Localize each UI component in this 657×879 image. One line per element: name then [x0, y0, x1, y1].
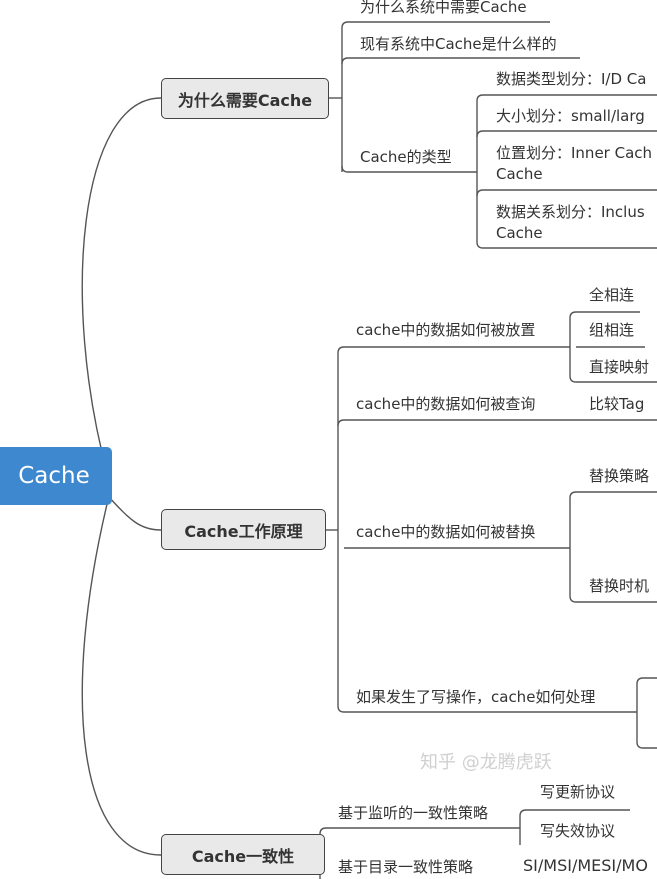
topic-directory[interactable]: 基于目录一致性策略: [338, 858, 474, 876]
watermark: 知乎 @龙腾虎跃: [420, 752, 552, 773]
subtopic-item[interactable]: 替换时机: [589, 577, 650, 595]
subtopic-item[interactable]: 写更新协议: [540, 783, 616, 801]
subtopic-item[interactable]: 组相连: [589, 321, 635, 339]
subtopic-item[interactable]: 数据类型划分：I/D Ca: [496, 70, 647, 88]
subtopic-item[interactable]: 位置划分：Inner Cach Cache: [496, 144, 653, 183]
subtopic-item[interactable]: 全相连: [589, 286, 635, 304]
topic-replacement[interactable]: cache中的数据如何被替换: [356, 523, 536, 541]
subtopic-item[interactable]: 大小划分：small/larg: [496, 107, 645, 125]
topic-current-cache[interactable]: 现有系统中Cache是什么样的: [360, 35, 557, 53]
subtopic-item[interactable]: 比较Tag: [589, 395, 645, 413]
subtopic-item[interactable]: 数据关系划分：Inclus Cache: [496, 203, 645, 242]
branch-cache-coherence[interactable]: Cache一致性: [161, 834, 325, 875]
branch-label: 为什么需要Cache: [177, 90, 313, 110]
branch-why-cache[interactable]: 为什么需要Cache: [161, 78, 329, 119]
branch-label: Cache工作原理: [184, 521, 303, 541]
topic-lookup[interactable]: cache中的数据如何被查询: [356, 395, 536, 413]
subtopic-item[interactable]: 写失效协议: [540, 822, 616, 840]
root-node[interactable]: Cache: [0, 447, 112, 505]
branch-cache-principle[interactable]: Cache工作原理: [161, 509, 326, 550]
topic-snooping[interactable]: 基于监听的一致性策略: [338, 804, 489, 822]
topic-cache-types[interactable]: Cache的类型: [360, 148, 452, 166]
subtopic-item[interactable]: 直接映射: [589, 358, 650, 376]
topic-why-need[interactable]: 为什么系统中需要Cache: [360, 0, 527, 16]
topic-placement[interactable]: cache中的数据如何被放置: [356, 321, 536, 339]
branch-label: Cache一致性: [191, 846, 295, 866]
topic-write[interactable]: 如果发生了写操作，cache如何处理: [356, 688, 596, 706]
root-label: Cache: [18, 463, 90, 489]
subtopic-item[interactable]: 替换策略: [589, 467, 650, 485]
subtopic-item[interactable]: SI/MSI/MESI/MO: [523, 856, 648, 875]
